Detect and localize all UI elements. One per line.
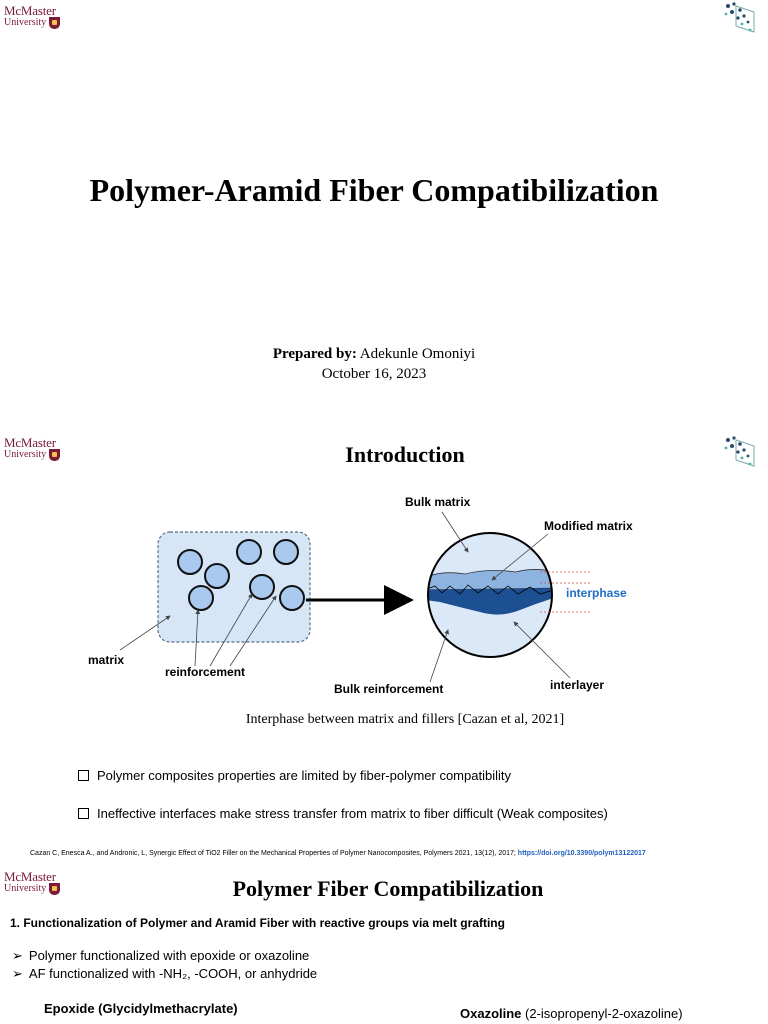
introduction-slide: McMaster University Introduction (0, 420, 768, 866)
title-slide: McMaster University Polymer-Aramid Fiber… (0, 0, 768, 420)
label-interlayer: interlayer (550, 678, 604, 692)
list-item: ➢AF functionalized with -NH₂, -COOH, or … (12, 966, 318, 981)
arrow-bullet-icon: ➢ (12, 966, 23, 981)
slide-title: Polymer Fiber Compatibilization (232, 876, 544, 901)
presentation-title: Polymer-Aramid Fiber Compatibilization (89, 172, 659, 208)
crest-icon (49, 17, 61, 29)
checkbox-bullet-icon (78, 770, 89, 781)
doi-link[interactable]: https://doi.org/10.3390/polym13122017 (517, 850, 646, 857)
label-bulk-matrix: Bulk matrix (405, 495, 471, 509)
checkbox-bullet-icon (78, 808, 89, 819)
bullet-item: Polymer composites properties are limite… (78, 768, 511, 783)
network-cube-icon (724, 436, 755, 467)
mcmaster-logo: McMaster University (4, 4, 61, 29)
arrow-bullet-icon: ➢ (12, 948, 23, 963)
bulk-reinforcement-region (428, 588, 552, 615)
label-reinforcement: reinforcement (165, 665, 245, 679)
label-interphase: interphase (566, 586, 627, 600)
mcmaster-logo: McMaster University (4, 870, 61, 895)
reference-citation: Cazan C, Enesca A., and Andronic, L, Syn… (30, 850, 646, 857)
crest-icon (49, 449, 61, 461)
bullet-item: Ineffective interfaces make stress trans… (78, 806, 608, 821)
compatibilization-slide: McMaster University Polymer Fiber Compat… (0, 866, 768, 1024)
crest-icon (49, 883, 61, 895)
slide-title: Introduction (345, 442, 465, 467)
label-modified-matrix: Modified matrix (544, 519, 633, 533)
oxazoline-heading: Oxazoline (2-isopropenyl-2-oxazoline) (460, 1006, 683, 1021)
label-bulk-reinforcement: Bulk reinforcement (334, 682, 443, 696)
presentation-date: October 16, 2023 (321, 366, 427, 382)
network-cube-icon (724, 2, 755, 33)
interphase-diagram: Bulk matrix Modified matrix interphase m… (88, 495, 633, 696)
mcmaster-logo: McMaster University (4, 436, 61, 461)
slide-subtitle: 1. Functionalization of Polymer and Aram… (10, 916, 505, 930)
reinforcement-particles (177, 539, 305, 611)
epoxide-heading: Epoxide (Glycidylmethacrylate) (44, 1001, 238, 1016)
prepared-by-block: Prepared by: Adekunle Omoniyi October 16… (0, 344, 748, 384)
label-matrix: matrix (88, 653, 124, 667)
figure-caption: Interphase between matrix and fillers [C… (245, 712, 565, 727)
list-item: ➢Polymer functionalized with epoxide or … (12, 948, 310, 963)
